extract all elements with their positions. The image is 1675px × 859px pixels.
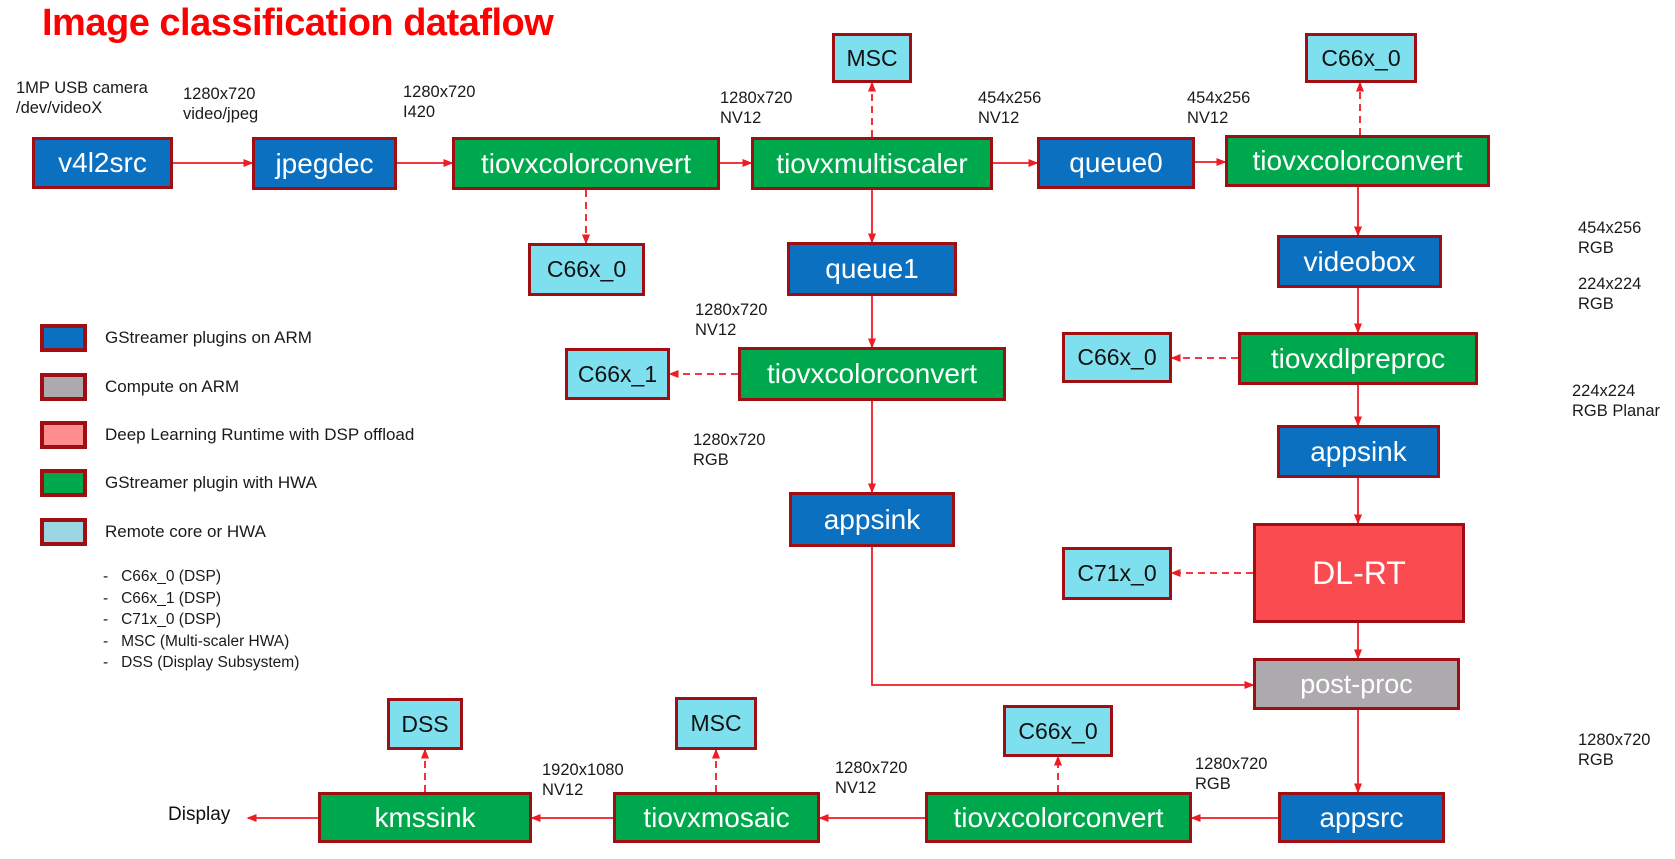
node-v4l2src: v4l2src — [32, 137, 173, 189]
node-tiovxmosaic: tiovxmosaic — [613, 792, 820, 843]
legend-item: Compute on ARM — [40, 373, 239, 401]
diagram-title: Image classification dataflow — [42, 2, 554, 44]
node-appsink-mid: appsink — [789, 492, 955, 547]
format-label: 1280x720 I420 — [403, 83, 476, 121]
node-tiovxcolorconvert-1: tiovxcolorconvert — [452, 137, 720, 190]
legend-swatch-legend_pink — [40, 421, 87, 449]
legend-swatch-arm_blue — [40, 324, 87, 352]
node-msc-top: MSC — [832, 33, 912, 83]
node-tiovxdlpreproc: tiovxdlpreproc — [1238, 332, 1478, 385]
format-label: 454x256 RGB — [1578, 219, 1642, 257]
legend-item: GStreamer plugins on ARM — [40, 324, 312, 352]
legend-label: Compute on ARM — [105, 377, 240, 396]
legend-label: GStreamer plugins on ARM — [105, 328, 312, 347]
node-c71x0: C71x_0 — [1062, 547, 1172, 600]
format-label: 1MP USB camera /dev/videoX — [16, 79, 148, 117]
format-label: 454x256 NV12 — [978, 89, 1042, 127]
node-jpegdec: jpegdec — [252, 137, 397, 190]
format-label: 1280x720 NV12 — [835, 759, 908, 797]
legend-core-item: - MSC (Multi-scaler HWA) — [103, 632, 290, 650]
node-c66x0-top: C66x_0 — [1305, 33, 1417, 83]
node-queue0: queue0 — [1037, 137, 1195, 189]
legend-swatch-cpu_gray — [40, 373, 87, 401]
format-label: 224x224 RGB — [1578, 275, 1642, 313]
format-label: 1280x720 RGB — [693, 431, 766, 469]
legend-label: Deep Learning Runtime with DSP offload — [105, 425, 415, 444]
node-tiovxcolorconvert-2: tiovxcolorconvert — [1225, 135, 1490, 187]
legend-label: GStreamer plugin with HWA — [105, 473, 317, 492]
format-label: 1280x720 NV12 — [720, 89, 793, 127]
node-tiovxmultiscaler: tiovxmultiscaler — [751, 137, 993, 190]
legend-core-item: - C71x_0 (DSP) — [103, 611, 222, 628]
format-label: 1280x720 RGB — [1195, 755, 1268, 793]
legend-swatch-hwa_green — [40, 469, 87, 497]
legend-core-item: - C66x_0 (DSP) — [103, 568, 222, 585]
legend-item: Deep Learning Runtime with DSP offload — [40, 421, 414, 449]
format-label: 1280x720 video/jpeg — [183, 85, 259, 123]
node-dss: DSS — [387, 698, 463, 750]
node-videobox: videobox — [1277, 235, 1442, 288]
node-c66x0-a: C66x_0 — [528, 243, 645, 296]
node-appsrc: appsrc — [1278, 792, 1445, 843]
node-c66x0-c: C66x_0 — [1003, 705, 1113, 757]
node-c66x0-b: C66x_0 — [1062, 332, 1172, 383]
node-appsink-right: appsink — [1277, 425, 1440, 478]
legend-label: Remote core or HWA — [105, 522, 266, 541]
node-tiovxcolorconvert-4: tiovxcolorconvert — [925, 792, 1192, 843]
legend-core-item: - DSS (Display Subsystem) — [103, 654, 300, 671]
node-dl-rt: DL-RT — [1253, 523, 1465, 623]
format-label: 1920x1080 NV12 — [542, 761, 624, 799]
node-tiovxcolorconvert-3: tiovxcolorconvert — [738, 347, 1006, 401]
node-msc-bottom: MSC — [675, 697, 757, 750]
legend-item: Remote core or HWA — [40, 518, 266, 546]
legend-item: GStreamer plugin with HWA — [40, 469, 317, 497]
format-label: 1280x720 NV12 — [695, 301, 768, 339]
node-queue1: queue1 — [787, 242, 957, 296]
format-label: 224x224 RGB Planar — [1572, 382, 1661, 420]
node-kmssink: kmssink — [318, 792, 532, 843]
node-c66x1: C66x_1 — [565, 348, 670, 400]
format-label: 454x256 NV12 — [1187, 89, 1251, 127]
display-output-label: Display — [168, 804, 231, 825]
legend-core-item: - C66x_1 (DSP) — [103, 589, 222, 607]
format-label: 1280x720 RGB — [1578, 731, 1651, 769]
node-post-proc: post-proc — [1253, 658, 1460, 710]
legend-swatch-legend_cyan — [40, 518, 87, 546]
